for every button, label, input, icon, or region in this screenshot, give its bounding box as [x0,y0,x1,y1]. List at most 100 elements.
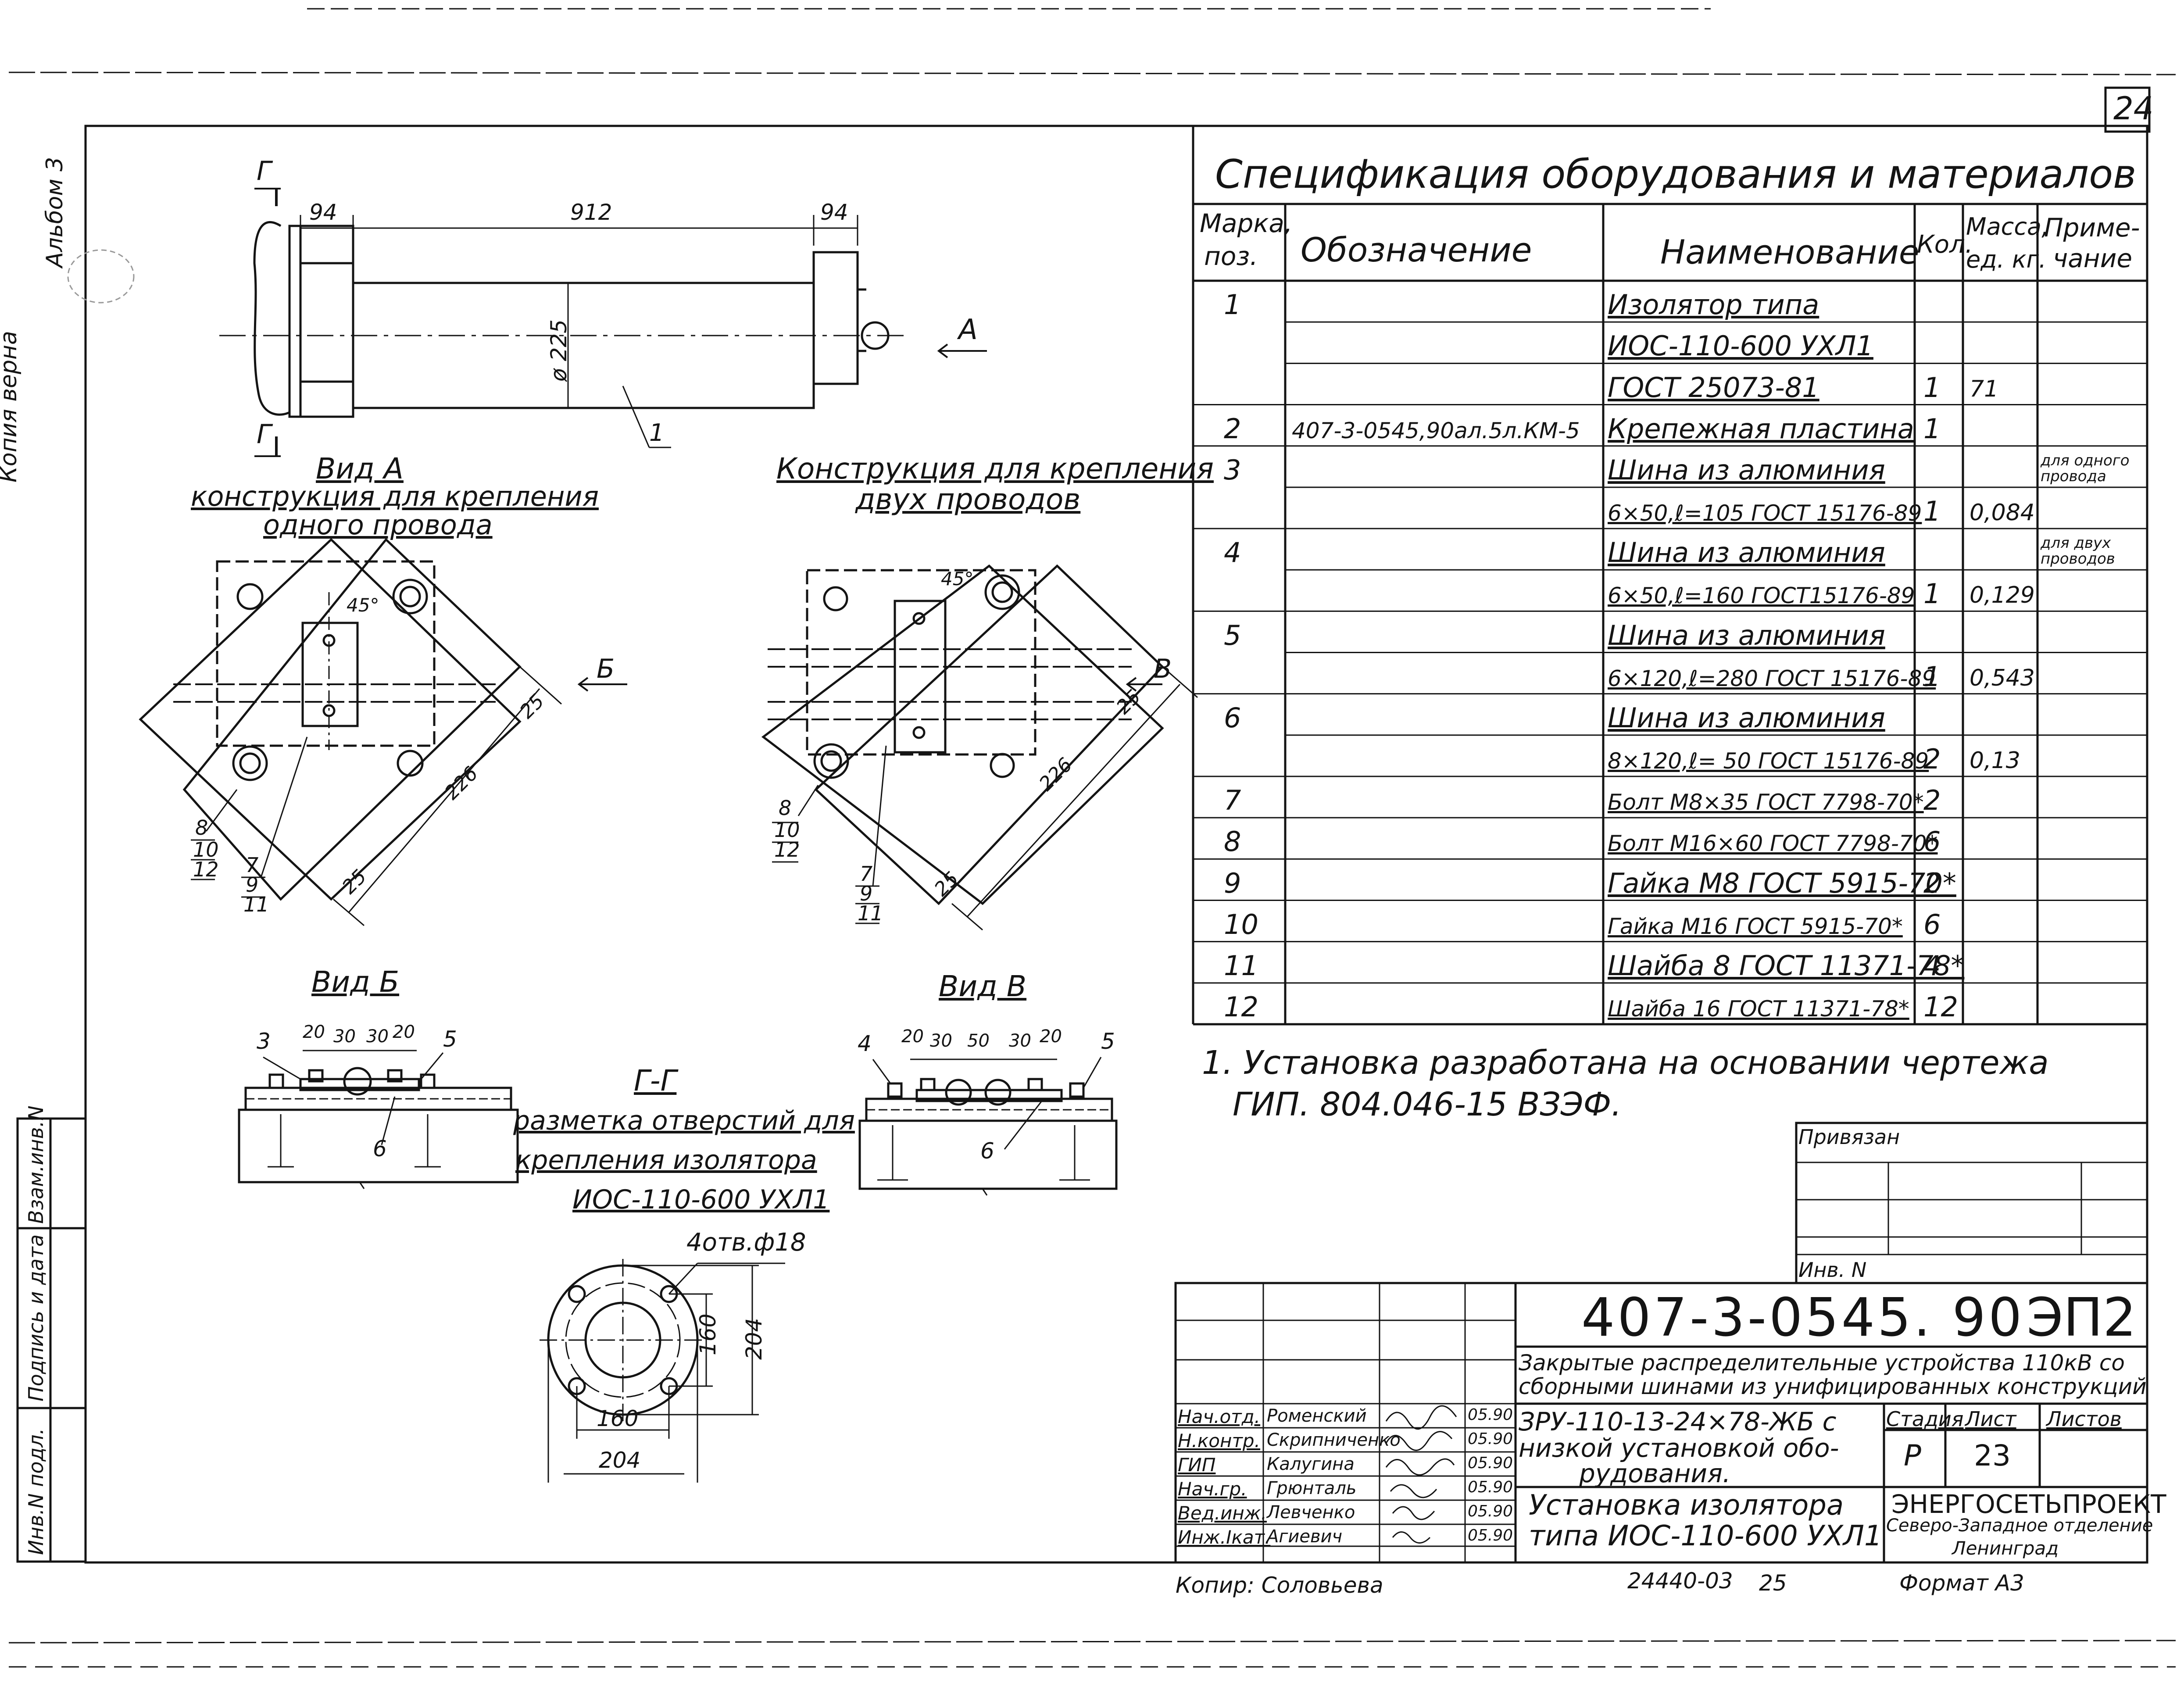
spec-cell-name: Шина из алюминия [1608,619,1885,651]
spec-cell-pos: 11 [1224,949,1258,982]
page-number: 24 [2113,90,2154,127]
spec-cell-name: Гайка М16 ГОСТ 5915-70* [1608,913,1903,939]
spec-cell-name: ИОС-110-600 УХЛ1 [1608,330,1873,362]
view-a-ref-right-0: 7 [246,853,259,877]
view-b-ref-left: 3 [257,1029,271,1054]
section-gg-holes: 4отв.ф18 [686,1228,806,1257]
spec-cell-mass: 0,129 [1970,582,2035,609]
stamp-person-name: Скрипниченко [1267,1430,1401,1450]
section-mark-bottom: Г [257,419,272,450]
view-a-subtitle-1: конструкция для крепления [191,480,599,512]
spec-cell-pos: 3 [1224,454,1241,486]
side-vzam: Взам.инв.N [24,1105,48,1224]
section-gg-sub-1: разметка отверстий для [513,1105,855,1136]
stamp-kopir: Копир: Соловьева [1176,1573,1383,1598]
view-two-drawing [761,564,1198,931]
spec-cell-pos: 5 [1224,619,1241,651]
view-two-ref-left-0: 8 [779,796,792,820]
stamp-org-3: Ленинград [1952,1537,2059,1559]
view-a-title: Вид А [316,452,404,486]
dim-mid: 912 [570,200,612,225]
side-copy-text: Копия верна [0,331,22,483]
view-b-ref-right: 5 [443,1026,457,1052]
stamp-list: 23 [1974,1439,2011,1473]
view-two-ref-left-2: 12 [774,838,800,862]
spec-header-qty: Кол. [1917,230,1973,259]
view-b-drawing [238,1050,519,1189]
spec-table-lines [1192,126,2147,1026]
stamp-person-role: Н.контр. [1178,1430,1260,1451]
stamp-org-2: Северо-Западное отделение [1886,1516,2153,1536]
side-podpis: Подпись и дата [24,1234,48,1401]
spec-cell-qty: 6 [1923,908,1941,940]
spec-cell-note: для одного провода [2041,451,2130,485]
view-v-ref-bottom: 6 [980,1138,994,1164]
view-v-ref-right: 5 [1101,1029,1115,1054]
spec-cell-pos: 1 [1224,289,1241,321]
stamp-person-date: 05.90 [1468,1430,1513,1448]
spec-cell-qty: 1 [1923,578,1941,610]
stamp-inv-sheet: 25 [1759,1570,1787,1596]
stamp-person-date: 05.90 [1468,1478,1513,1496]
page-number-box [2104,86,2151,133]
signatures [1385,1405,1457,1544]
stamp-inv-code: 24440-03 [1627,1568,1733,1594]
spec-cell-qty: 2 [1923,743,1941,775]
spec-cell-name: 6×120,ℓ=280 ГОСТ 15176-89 [1608,665,1936,691]
view-two-ref-left-1: 10 [774,818,800,842]
spec-cell-mass: 0,13 [1970,747,2020,774]
stamp-desc-5: рудования. [1579,1458,1731,1488]
view-v-drawing [858,1057,1118,1196]
view-b-dim-1: 30 [333,1026,356,1047]
spec-cell-qty: 1 [1923,371,1941,404]
view-a-drawing [139,538,627,926]
stamp-person-date: 05.90 [1468,1526,1513,1544]
spec-cell-name: Шайба 16 ГОСТ 11371-78* [1608,996,1909,1022]
view-b-dim-0: 20 [303,1022,325,1042]
spec-cell-name: Болт М16×60 ГОСТ 7798-70* [1608,831,1938,857]
view-a-ref-right-1: 9 [246,873,259,897]
spec-header-note-2: чание [2053,243,2133,273]
spec-cell-pos: 7 [1224,784,1241,817]
stamp-desc-4: низкой установкой обо- [1519,1433,1839,1463]
view-v-ref-left: 4 [858,1031,872,1056]
view-a-ref-left-2: 12 [193,858,219,881]
stamp-list-label: Лист [1965,1407,2016,1431]
view-b-ref-bottom: 6 [373,1136,387,1162]
stamp-privyazan: Привязан [1798,1125,1900,1149]
view-v-dim-2: 50 [967,1031,990,1051]
spec-title: Спецификация оборудования и материалов [1215,151,2137,197]
view-a-ref-left-0: 8 [195,816,208,840]
spec-cell-pos: 10 [1224,908,1258,940]
spec-cell-pos: 12 [1224,991,1258,1023]
view-two-angle: 45° [941,568,974,590]
section-gg-sub-3: ИОС-110-600 УХЛ1 [572,1184,830,1215]
stamp-desc-3: ЗРУ-110-13-24×78-ЖБ с [1519,1407,1837,1437]
sheet-frame [84,125,2148,1564]
view-v-dim-4: 20 [1040,1026,1062,1047]
section-gg-dim-204v: 204 [741,1318,767,1360]
spec-header-mass-1: Масса, [1966,213,2049,240]
spec-cell-name: Крепежная пластина [1608,412,1914,445]
side-invpodl: Инв.N подл. [24,1428,48,1555]
dim-left: 94 [309,200,337,225]
dim-diameter: ø 225 [546,319,572,382]
stamp-person-role: Нач.гр. [1178,1478,1247,1500]
dim-right: 94 [820,200,848,225]
stamp-code: 407-3-0545. 90 [1581,1287,2025,1348]
stamp-person-date: 05.90 [1468,1454,1513,1472]
insulator-view [219,188,987,457]
view-b-dim-3: 20 [393,1022,415,1042]
stamp-person-name: Грюнталь [1267,1478,1357,1498]
spec-cell-pos: 8 [1224,826,1241,858]
stamp-inv-n: Инв. N [1798,1258,1867,1282]
round-stamp [67,249,135,304]
spec-cell-name: Болт М8×35 ГОСТ 7798-70* [1608,790,1924,815]
spec-cell-name: Шина из алюминия [1608,536,1885,569]
spec-header-pos-1: Марка, [1200,208,1293,238]
section-gg-drawing [540,1259,785,1483]
spec-cell-mass: 0,543 [1970,665,2035,691]
spec-cell-qty: 4 [1923,949,1941,982]
spec-cell-name: Шина из алюминия [1608,701,1885,734]
